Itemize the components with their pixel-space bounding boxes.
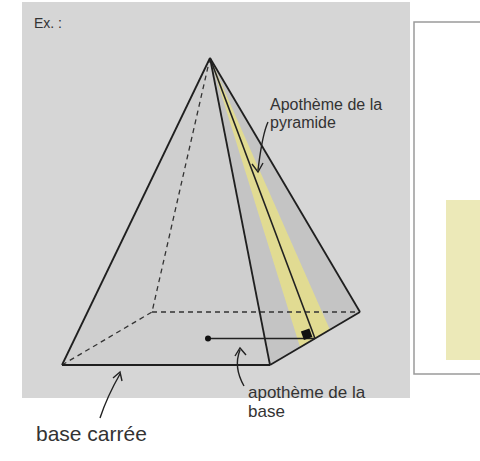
base-label: base carrée: [36, 422, 236, 445]
front-face: [62, 58, 270, 365]
leader-lines: [100, 122, 268, 418]
base-center-dot: [205, 336, 211, 342]
cropped-highlight: [446, 200, 480, 360]
pyramid-apothem-label: Apothème de la pyramide: [270, 96, 400, 131]
base-apothem: [208, 338, 315, 340]
background-panel: [22, 2, 410, 398]
example-tag: Ex. :: [34, 16, 94, 31]
right-angle-mark: [301, 329, 313, 341]
cropped-box: [414, 22, 480, 374]
base-apothem-label: apothème de la base: [248, 384, 398, 421]
